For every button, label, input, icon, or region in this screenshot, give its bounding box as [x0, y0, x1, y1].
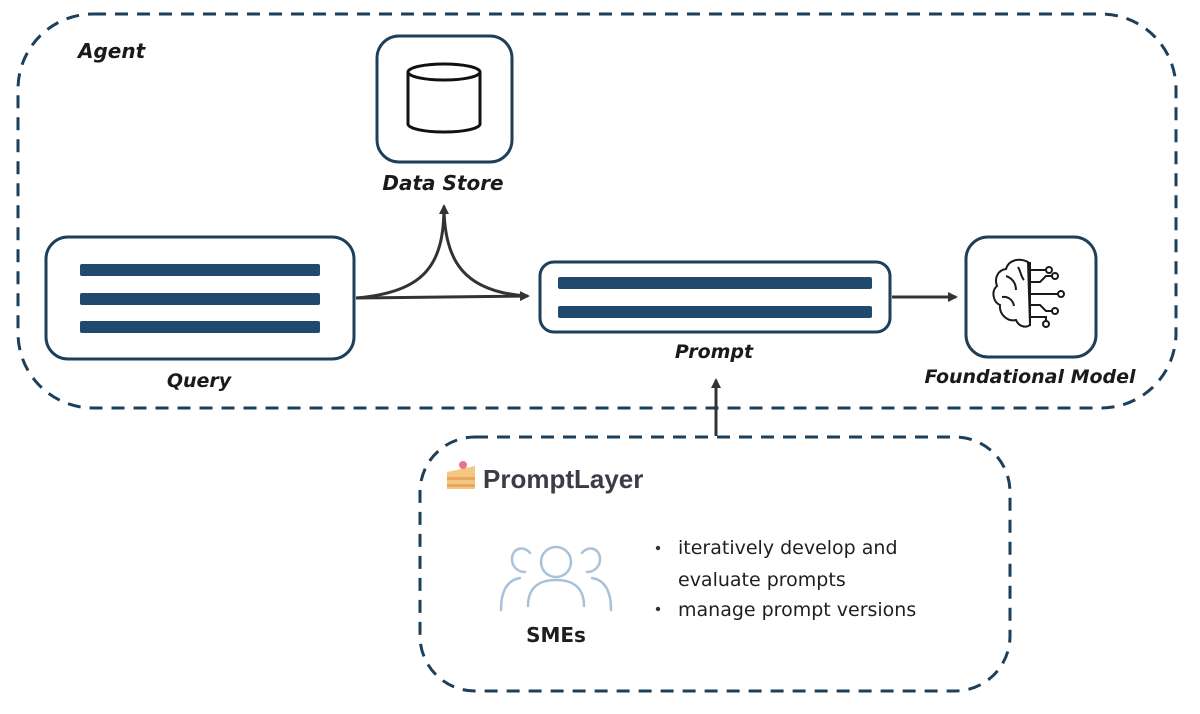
prompt-to-data-store-arrow: [442, 205, 528, 298]
agent-label: Agent: [76, 39, 147, 63]
brain-circuit-icon: [992, 258, 1065, 328]
promptlayer-brand: PromptLayer: [483, 464, 643, 494]
query-to-data-store-arrow: [355, 204, 449, 300]
data-store-label: Data Store: [382, 171, 503, 195]
agent-frame: [16, 12, 1178, 410]
bullet-text: evaluate prompts: [678, 569, 846, 591]
query-node: Query: [44, 235, 356, 392]
smes-label: SMEs: [526, 623, 586, 647]
text-lines-icon: [558, 277, 872, 318]
query-to-prompt-arrow: [355, 291, 530, 302]
promptlayer-frame: [418, 435, 1012, 693]
cake-slice-icon: [447, 461, 475, 489]
database-cylinder-icon: [406, 62, 482, 134]
data-store-node: Data Store: [375, 34, 514, 195]
bullet-list: iteratively develop and evaluate prompts…: [655, 537, 916, 621]
prompt-label: Prompt: [675, 341, 754, 363]
prompt-box: [538, 260, 892, 334]
bullet-text: iteratively develop and: [678, 537, 898, 559]
data-store-box: [375, 34, 514, 164]
foundational-model-label: Foundational Model: [924, 366, 1136, 388]
text-lines-icon: [80, 264, 320, 333]
bullet-dot: [655, 545, 661, 551]
foundational-model-node: Foundational Model: [924, 235, 1136, 388]
connectors: [355, 204, 958, 436]
group-of-people-icon: [499, 545, 613, 612]
prompt-node: Prompt: [538, 260, 892, 363]
bullet-dot: [655, 606, 661, 612]
promptlayer-logo: PromptLayer: [447, 461, 643, 494]
bullet-text: manage prompt versions: [678, 599, 916, 621]
query-label: Query: [167, 370, 233, 392]
